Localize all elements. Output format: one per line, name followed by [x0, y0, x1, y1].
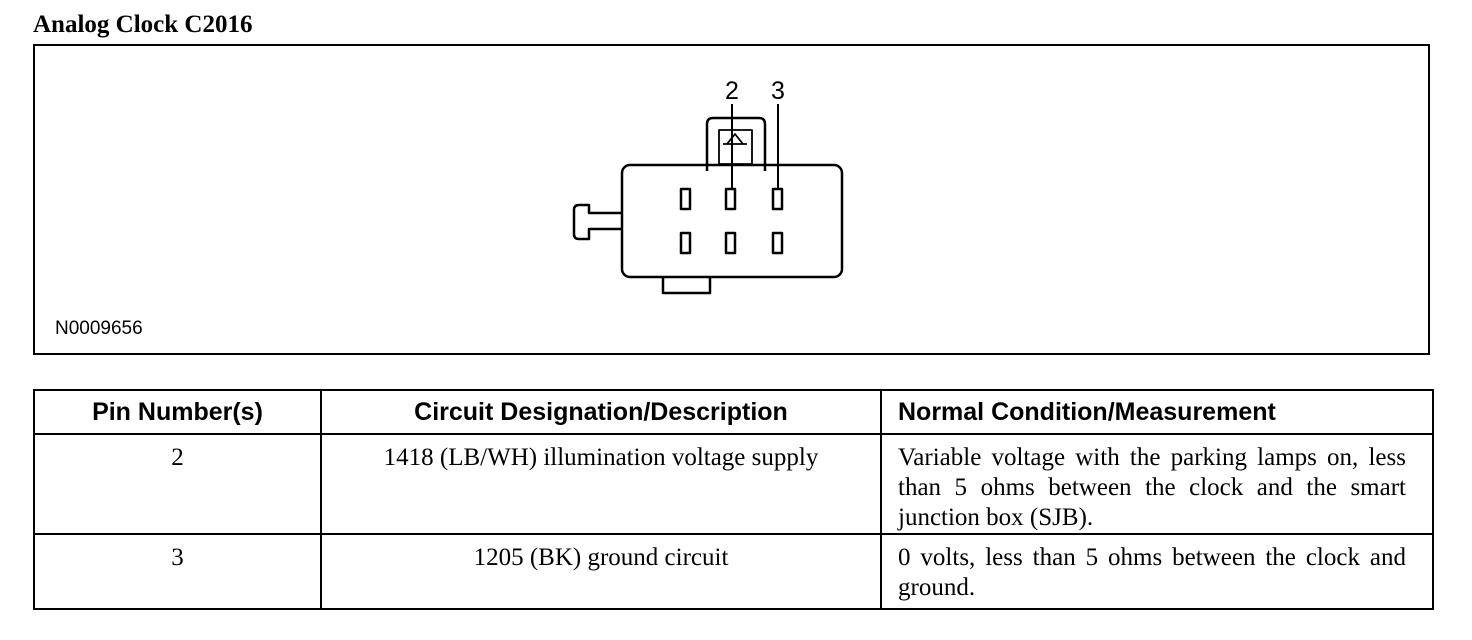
- figure-id: N0009656: [55, 318, 143, 339]
- connector-figure: 2 3 N0009656: [33, 44, 1430, 355]
- pin-cavity-4: [679, 231, 692, 255]
- pin-number-cell: 3: [33, 533, 322, 610]
- pin-3-callout: 3: [771, 77, 785, 105]
- pin-cavity-3: [771, 187, 784, 211]
- table-row: 3 1205 (BK) ground circuit 0 volts, less…: [33, 533, 1434, 610]
- latch-arrow: [726, 133, 744, 145]
- connector-side-tab: [572, 203, 622, 241]
- pin-table: Pin Number(s) Circuit Designation/Descri…: [33, 389, 1434, 610]
- connector-latch: [705, 116, 767, 171]
- pin-cavity-5: [724, 231, 737, 255]
- connector-diagram: 2 3: [572, 77, 844, 295]
- header-circuit: Circuit Designation/Description: [320, 389, 882, 435]
- circuit-cell: 1418 (LB/WH) illumination voltage supply: [320, 433, 882, 535]
- table-header-row: Pin Number(s) Circuit Designation/Descri…: [33, 389, 1434, 435]
- condition-cell: Variable voltage with the parking lamps …: [880, 433, 1434, 535]
- page-title: Analog Clock C2016: [33, 11, 253, 38]
- pin-cavity-6: [771, 231, 784, 255]
- header-condition: Normal Condition/Measurement: [880, 389, 1434, 435]
- circuit-cell: 1205 (BK) ground circuit: [320, 533, 882, 610]
- header-pin-number: Pin Number(s): [33, 389, 322, 435]
- condition-cell: 0 volts, less than 5 ohms between the cl…: [880, 533, 1434, 610]
- pin-cavity-1: [679, 187, 692, 211]
- pin-cavity-2: [724, 187, 737, 211]
- pin-2-callout: 2: [725, 77, 739, 105]
- table-row: 2 1418 (LB/WH) illumination voltage supp…: [33, 433, 1434, 535]
- pin-number-cell: 2: [33, 433, 322, 535]
- connector-bottom-key: [661, 277, 712, 295]
